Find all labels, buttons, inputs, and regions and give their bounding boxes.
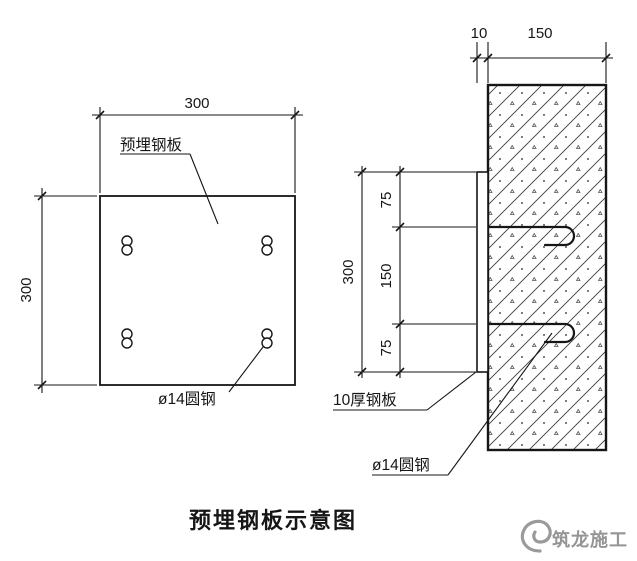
plan-top-dimension: 300 bbox=[92, 95, 303, 193]
concrete-wall bbox=[486, 83, 608, 452]
section-plate-label: 10厚钢板 bbox=[333, 391, 397, 409]
plan-left-dimension: 300 bbox=[18, 188, 97, 393]
section-view: 10 150 75 150 75 300 10厚钢板 bbox=[333, 25, 613, 476]
top-spacing-dim: 75 bbox=[378, 192, 395, 209]
plan-view: 300 300 预埋钢板 ø14圆钢 bbox=[18, 95, 303, 408]
plate-thickness-dim: 10 bbox=[471, 25, 488, 42]
section-left-dimension: 75 150 75 300 bbox=[340, 166, 476, 378]
bottom-spacing-dim: 75 bbox=[378, 340, 395, 357]
plan-plate-callout: 预埋钢板 bbox=[120, 136, 219, 225]
plate-height-dim: 300 bbox=[340, 259, 357, 284]
anchor-hole-bottom-left bbox=[121, 328, 133, 349]
mid-spacing-dim: 150 bbox=[378, 263, 395, 288]
plan-width-dim: 300 bbox=[184, 95, 209, 112]
plan-plate-label: 预埋钢板 bbox=[120, 136, 182, 154]
anchor-hole-bottom-right bbox=[261, 328, 273, 349]
wall-thickness-dim: 150 bbox=[527, 25, 552, 42]
anchor-bar-bottom bbox=[484, 322, 576, 344]
section-rod-label: ø14圆钢 bbox=[372, 456, 430, 474]
watermark: 筑龙施工 bbox=[520, 519, 628, 553]
anchor-hole-top-right bbox=[261, 235, 273, 256]
anchor-bar-top bbox=[484, 225, 576, 247]
watermark-text: 筑龙施工 bbox=[552, 529, 628, 550]
section-steel-plate bbox=[476, 171, 489, 373]
plan-height-dim: 300 bbox=[18, 277, 35, 302]
zhulong-logo-icon bbox=[520, 519, 552, 553]
drawing-title: 预埋钢板示意图 bbox=[189, 508, 357, 533]
plan-plate-outline bbox=[99, 195, 296, 386]
anchor-hole-top-left bbox=[121, 235, 133, 256]
section-top-dimension: 10 150 bbox=[470, 25, 613, 83]
plan-rod-callout: ø14圆钢 bbox=[158, 346, 264, 408]
section-plate-callout: 10厚钢板 bbox=[333, 371, 477, 411]
section-rod-callout: ø14圆钢 bbox=[372, 332, 553, 476]
plan-rod-label: ø14圆钢 bbox=[158, 390, 216, 408]
